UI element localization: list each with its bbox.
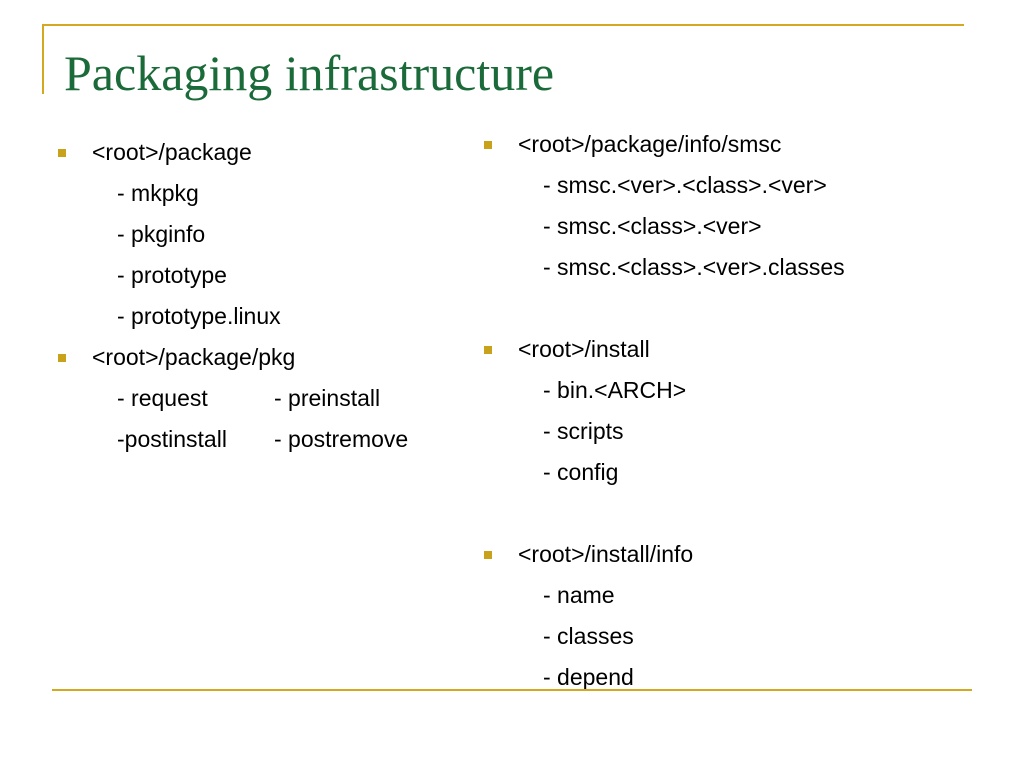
sub-item: - postremove	[274, 426, 409, 452]
sub-item: -postinstall	[117, 426, 227, 452]
bullet-item: <root>/package/info/smsc	[480, 124, 1000, 165]
sub-item: - scripts	[543, 418, 624, 444]
square-bullet-icon	[484, 551, 492, 559]
sub-item: - smsc.<ver>.<class>.<ver>	[543, 172, 827, 198]
bullet-heading: <root>/package/info/smsc	[518, 131, 782, 157]
bullet-item: <root>/install	[480, 329, 1000, 370]
square-bullet-icon	[484, 141, 492, 149]
title-frame-top-rule	[42, 24, 964, 26]
footer-rule	[52, 689, 972, 691]
spacer	[480, 493, 1000, 534]
sub-item: - bin.<ARCH>	[543, 377, 687, 403]
square-bullet-icon	[58, 354, 66, 362]
square-bullet-icon	[58, 149, 66, 157]
left-column: <root>/package - mkpkg - pkginfo - proto…	[54, 132, 474, 460]
sub-item: - preinstall	[274, 385, 381, 411]
bullet-item: <root>/package/pkg	[54, 337, 474, 378]
sub-item: - smsc.<class>.<ver>.classes	[543, 254, 845, 280]
sub-item: - smsc.<class>.<ver>	[543, 213, 762, 239]
sub-item: - mkpkg	[117, 180, 199, 206]
sub-item: - pkginfo	[117, 221, 206, 247]
sub-item: - classes	[543, 623, 634, 649]
sub-item-pair: - request - preinstall	[54, 378, 474, 419]
title-frame-left-rule	[42, 24, 44, 94]
sub-item: - name	[543, 582, 615, 608]
bullet-item: <root>/install/info	[480, 534, 1000, 575]
bullet-heading: <root>/package/pkg	[92, 344, 296, 370]
square-bullet-icon	[484, 346, 492, 354]
bullet-heading: <root>/package	[92, 139, 252, 165]
sub-item: - prototype	[117, 262, 227, 288]
slide-title: Packaging infrastructure	[64, 45, 555, 101]
sub-item: - prototype.linux	[117, 303, 281, 329]
spacer	[480, 288, 1000, 329]
sub-item: - depend	[543, 664, 634, 690]
sub-item: - config	[543, 459, 619, 485]
right-column: <root>/package/info/smsc - smsc.<ver>.<c…	[480, 124, 1000, 698]
sub-item-pair: -postinstall - postremove	[54, 419, 474, 460]
bullet-heading: <root>/install	[518, 336, 650, 362]
bullet-item: <root>/package	[54, 132, 474, 173]
bullet-heading: <root>/install/info	[518, 541, 694, 567]
sub-item: - request	[117, 385, 208, 411]
